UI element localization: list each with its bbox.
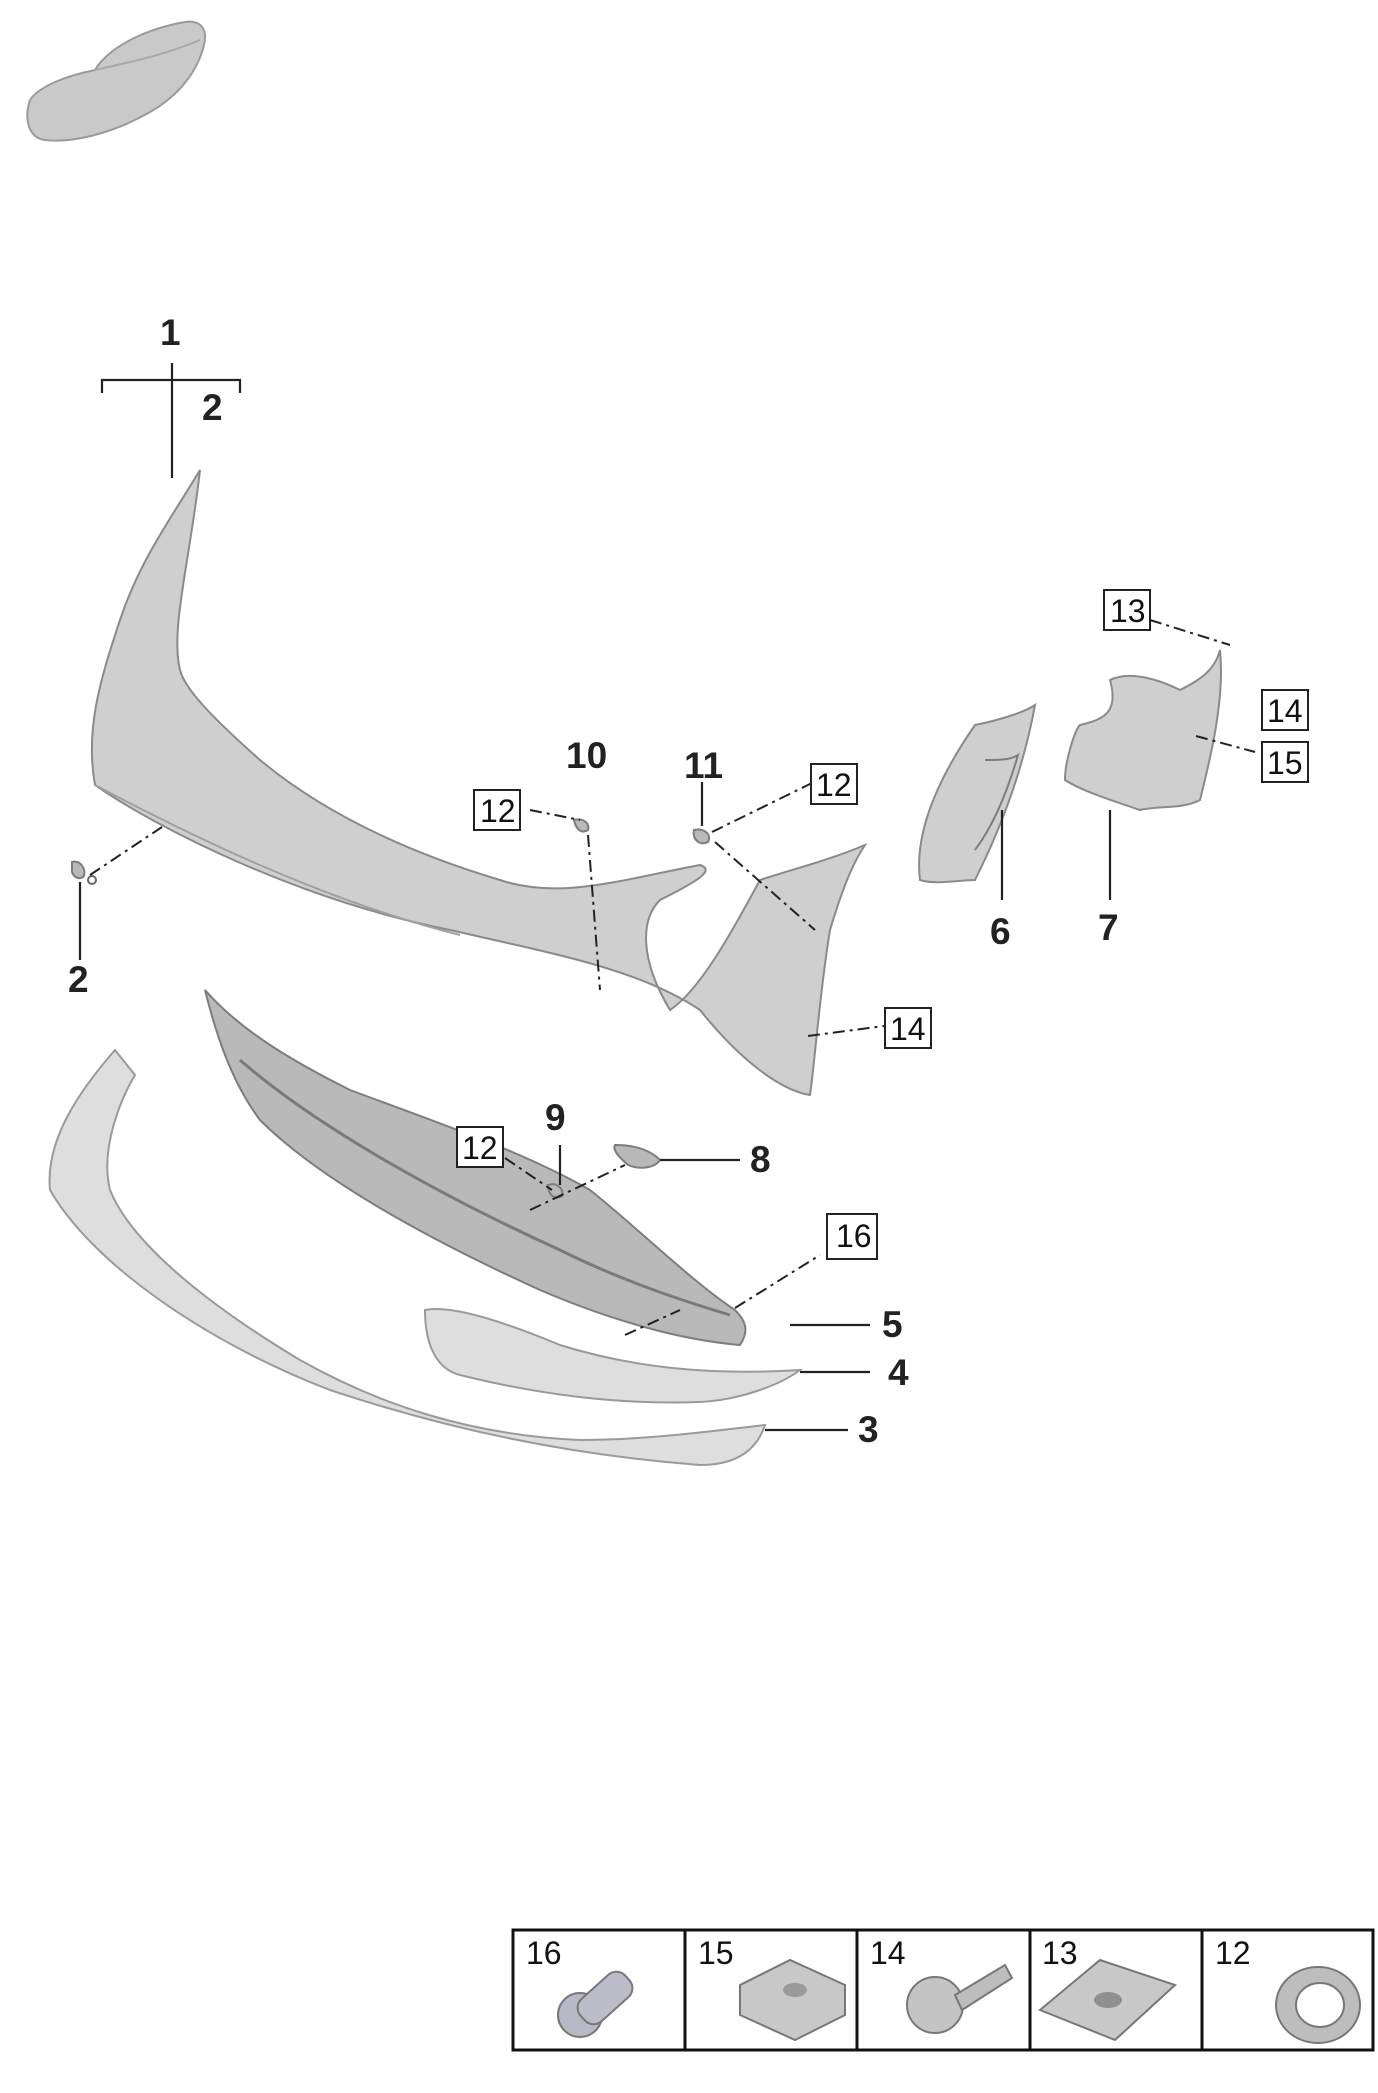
bracket-8 [613, 1143, 662, 1169]
svg-text:12: 12 [462, 1130, 498, 1166]
boxed-callout-12-a: 12 [473, 789, 521, 831]
car-thumbnail-icon [26, 20, 206, 142]
svg-text:12: 12 [816, 767, 852, 803]
clip-2 [71, 860, 97, 885]
spring-nut-icon [739, 1958, 846, 2042]
svg-text:12: 12 [1215, 1935, 1251, 1971]
svg-text:13: 13 [1110, 593, 1146, 629]
callout-3: 3 [858, 1409, 879, 1450]
boxed-callout-16: 16 [826, 1213, 878, 1260]
clip-11 [692, 828, 710, 845]
legend-cell-14: 14 [870, 1935, 1014, 2034]
callout-1: 1 [160, 312, 181, 353]
svg-text:16: 16 [526, 1935, 562, 1971]
svg-text:15: 15 [698, 1935, 734, 1971]
boxed-callout-15: 15 [1261, 741, 1309, 783]
callout-10: 10 [566, 735, 607, 776]
legend-cell-15: 15 [698, 1935, 846, 2042]
svg-text:15: 15 [1267, 745, 1303, 781]
clip-9 [546, 1183, 564, 1199]
callout-11: 11 [684, 745, 723, 786]
svg-text:16: 16 [836, 1218, 872, 1254]
callout-9: 9 [545, 1097, 566, 1138]
grommet-icon [1275, 1966, 1361, 2044]
fastener-legend: 16 15 14 13 [511, 1928, 1375, 2052]
svg-text:13: 13 [1042, 1935, 1078, 1971]
callout-8: 8 [750, 1139, 771, 1180]
callout-6: 6 [990, 911, 1011, 952]
legend-cell-16: 16 [526, 1935, 634, 2038]
callout-7: 7 [1098, 907, 1119, 948]
bolt-icon [557, 1970, 634, 2038]
side-air-intake-frame [918, 702, 1037, 884]
clip-nut-icon [1038, 1958, 1177, 2042]
boxed-callouts: 12 12 12 13 14 15 14 16 [456, 589, 1309, 1260]
callout-2-top: 2 [202, 387, 223, 428]
svg-text:14: 14 [1267, 693, 1303, 729]
clip-10 [572, 818, 590, 833]
boxed-callout-14-a: 14 [1261, 689, 1309, 731]
svg-text:14: 14 [890, 1011, 926, 1047]
boxed-callout-13: 13 [1103, 589, 1151, 631]
callout-2-left: 2 [68, 959, 89, 1000]
leader-lines [78, 363, 1256, 1432]
legend-cell-12: 12 [1215, 1935, 1361, 2044]
air-guide-duct [1063, 649, 1222, 812]
boxed-callout-12-c: 12 [456, 1126, 504, 1168]
lower-trim-strip [423, 1308, 804, 1404]
front-bumper-cover [90, 469, 868, 1097]
screw-icon [906, 1963, 1014, 2034]
callout-labels: 1 2 2 10 11 6 7 9 8 5 4 3 [68, 312, 1119, 1450]
callout-5: 5 [882, 1304, 903, 1345]
lower-spoiler-lip [48, 1048, 767, 1467]
boxed-callout-14-b: 14 [884, 1007, 932, 1049]
svg-text:12: 12 [480, 793, 516, 829]
svg-text:14: 14 [870, 1935, 906, 1971]
boxed-callout-12-b: 12 [810, 763, 858, 805]
legend-cell-13: 13 [1038, 1935, 1177, 2042]
callout-4: 4 [888, 1352, 909, 1393]
